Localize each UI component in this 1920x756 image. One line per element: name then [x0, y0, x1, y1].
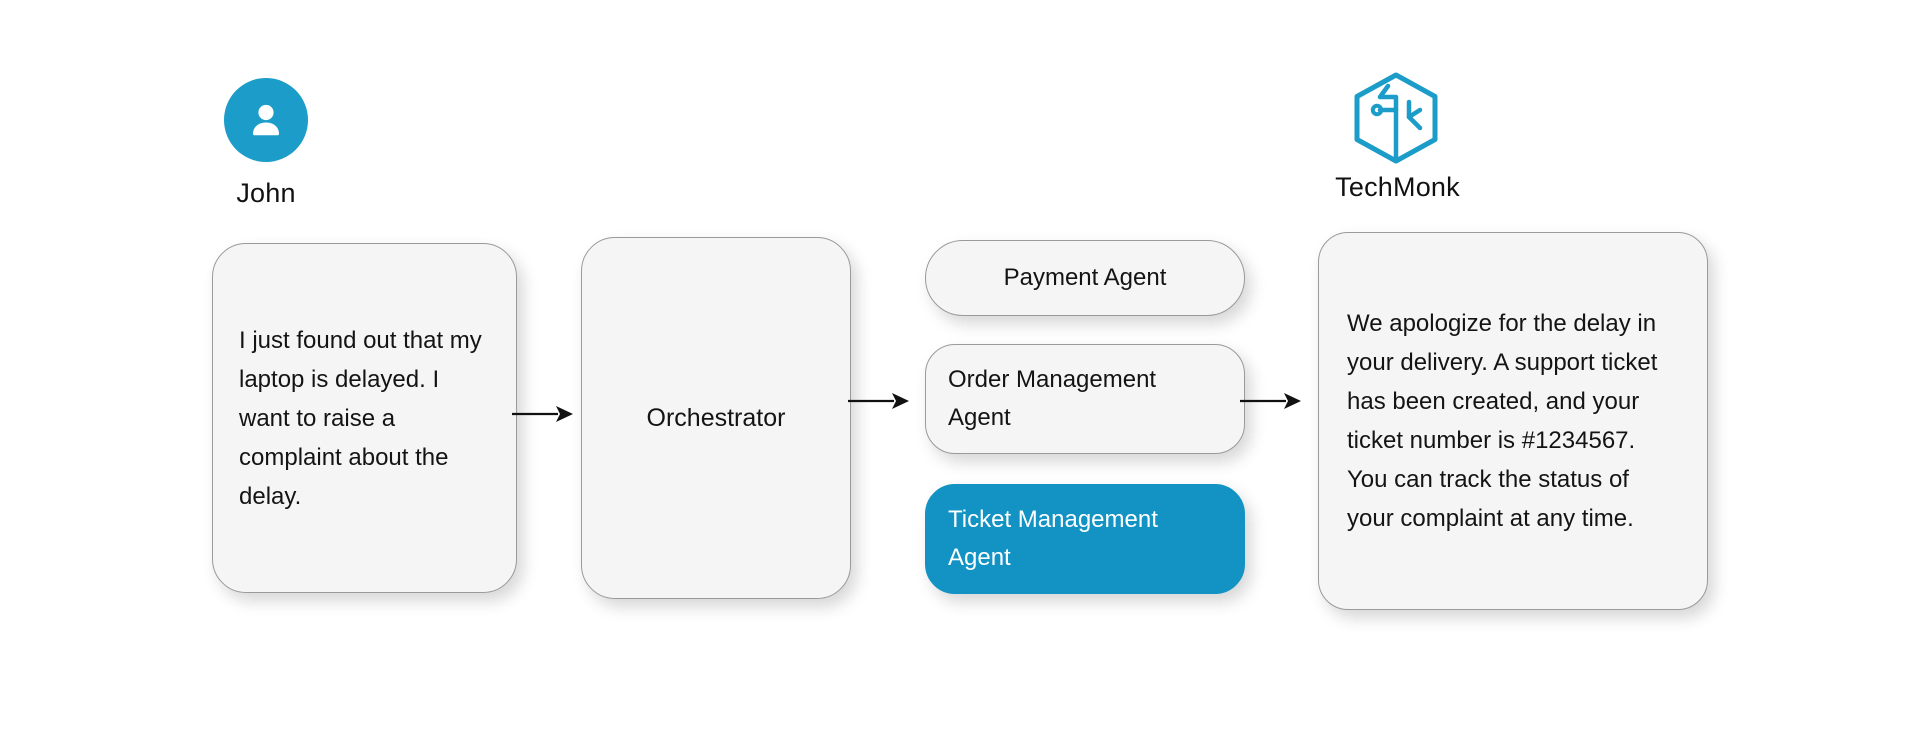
orchestrator-label: Orchestrator [646, 403, 786, 432]
agent-label-payment: Payment Agent [1003, 264, 1167, 291]
techmonk-logo [1350, 70, 1442, 166]
arrow-agents-to-response [1240, 390, 1302, 412]
agent-card-ticket-management[interactable]: Ticket Management Agent [925, 484, 1245, 594]
agent-card-order-management[interactable]: Order Management Agent [925, 344, 1245, 454]
user-message-text: I just found out that my laptop is delay… [239, 326, 482, 510]
user-avatar [224, 78, 308, 162]
agent-label-ticket-management: Ticket Management Agent [948, 506, 1158, 571]
agent-card-payment[interactable]: Payment Agent [925, 240, 1245, 316]
agent-label-order-management: Order Management Agent [948, 366, 1157, 431]
user-name-label: John [236, 178, 296, 208]
user-avatar-icon [242, 96, 290, 144]
techmonk-hexagon-logo-icon [1350, 70, 1442, 166]
user-message-card: I just found out that my laptop is delay… [212, 243, 517, 593]
arrow-user-to-orchestrator [512, 403, 574, 425]
response-message-text: We apologize for the delay in your deliv… [1347, 310, 1658, 532]
response-message-card: We apologize for the delay in your deliv… [1318, 232, 1708, 610]
brand-name-label: TechMonk [1335, 172, 1460, 202]
arrow-orchestrator-to-agents [848, 390, 910, 412]
orchestrator-node[interactable]: Orchestrator [581, 237, 851, 599]
